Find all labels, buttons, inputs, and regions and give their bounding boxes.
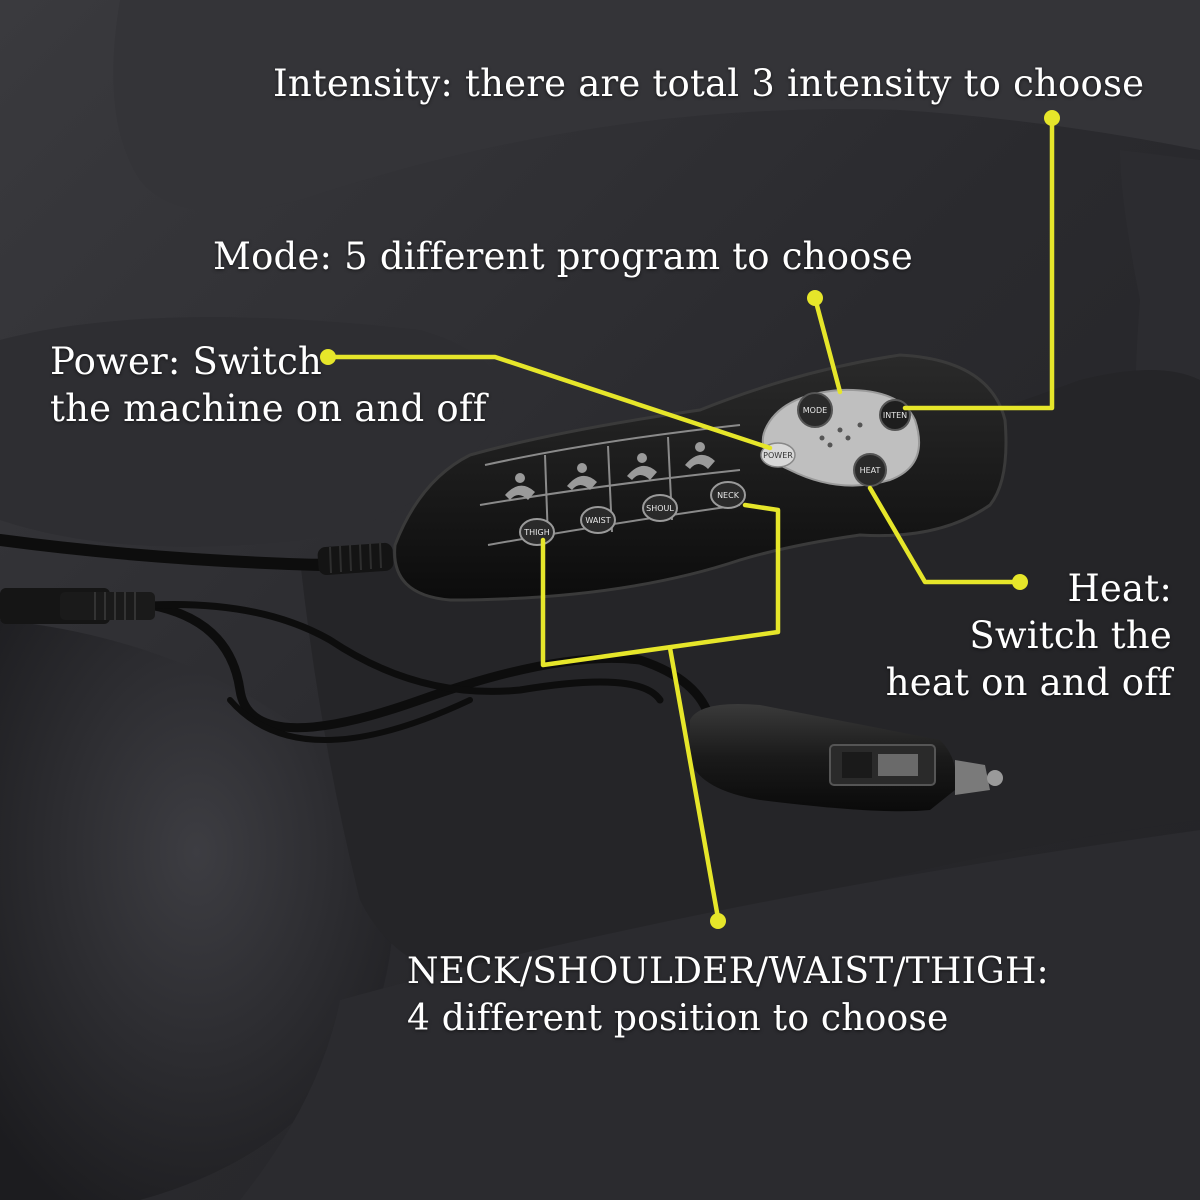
position-buttons: THIGH WAIST SHOUL NECK [519, 481, 746, 546]
dc-connector [0, 588, 155, 624]
heat-annotation-line1: Heat: [1067, 567, 1172, 610]
mode-button-label: MODE [803, 406, 827, 415]
neck-button[interactable]: NECK [710, 481, 746, 509]
mode-callout-dot [807, 290, 823, 306]
heat-annotation-line2: Switch the [969, 614, 1172, 657]
heat-callout-line [867, 485, 1021, 585]
intensity-button-label: INTEN [883, 411, 907, 420]
power-callout-line [325, 354, 773, 451]
cable-icon [0, 534, 715, 743]
massage-pose-icon [505, 442, 715, 500]
shoulder-button[interactable]: SHOUL [642, 494, 678, 522]
callout-dots [320, 110, 1060, 929]
power-annotation: Power: Switch the machine on and off [50, 338, 487, 432]
heat-annotation-line3: heat on and off [885, 661, 1172, 704]
heat-button-label: HEAT [860, 466, 881, 475]
positions-stem-line [667, 645, 721, 921]
seat-lower-cushion [0, 620, 394, 1200]
power-callout-dot [320, 349, 336, 365]
intensity-callout-dot [1044, 110, 1060, 126]
heat-button[interactable]: HEAT [853, 453, 887, 487]
car-lighter-plug-icon [690, 704, 1003, 812]
intensity-annotation-text: Intensity: there are total 3 intensity t… [273, 62, 1145, 105]
heat-callout-dot [1012, 574, 1028, 590]
power-annotation-line1: Power: Switch [50, 340, 323, 383]
thigh-button-label: THIGH [523, 528, 549, 537]
mode-callout-line [812, 295, 843, 395]
mode-annotation: Mode: 5 different program to choose [213, 233, 913, 280]
seat-bottom-panel [240, 830, 1200, 1200]
positions-annotation-line2: 4 different position to choose [407, 998, 949, 1039]
shoulder-button-label: SHOUL [646, 504, 674, 513]
intensity-callout-line [902, 115, 1055, 411]
indicator-lights [819, 422, 863, 448]
intensity-button[interactable]: INTEN [879, 399, 911, 431]
callout-lines [325, 115, 1055, 921]
thigh-button[interactable]: THIGH [519, 518, 555, 546]
remote-control: THIGH WAIST SHOUL NECK POWER MODE [393, 353, 1008, 602]
positions-annotation: NECK/SHOULDER/WAIST/THIGH: 4 different p… [407, 948, 1049, 1042]
power-annotation-line2: the machine on and off [50, 387, 487, 430]
mode-button[interactable]: MODE [797, 392, 833, 428]
power-button-label: POWER [763, 451, 793, 460]
heat-annotation: Heat: Switch the heat on and off [886, 565, 1172, 706]
seat-left-cushion [0, 317, 504, 547]
positions-callout-dot [710, 913, 726, 929]
seat-top-cushion [113, 0, 1200, 212]
neck-button-label: NECK [717, 491, 740, 500]
seat-center-panel [300, 370, 1200, 980]
waist-button[interactable]: WAIST [580, 506, 616, 534]
cable-strain-relief [317, 541, 394, 576]
positions-annotation-line1: NECK/SHOULDER/WAIST/THIGH: [407, 951, 1049, 992]
positions-callout-line [540, 502, 781, 668]
mode-annotation-text: Mode: 5 different program to choose [213, 235, 913, 278]
intensity-annotation: Intensity: there are total 3 intensity t… [273, 60, 1144, 107]
waist-button-label: WAIST [585, 516, 610, 525]
